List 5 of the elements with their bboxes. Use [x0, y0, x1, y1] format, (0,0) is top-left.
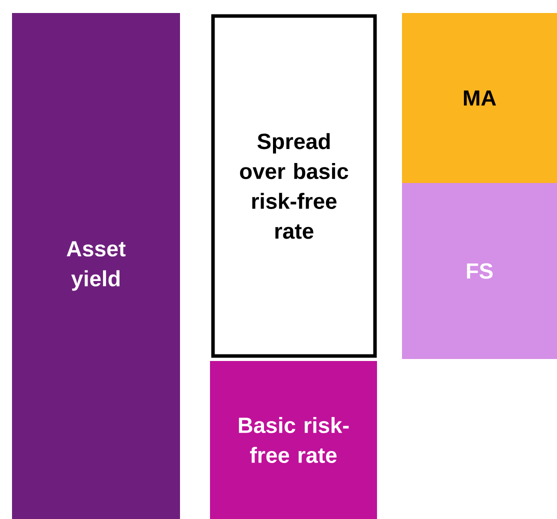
bar-block: MA: [402, 13, 557, 183]
bar-block: FS: [402, 182, 557, 359]
bar-block: Basic risk-free rate: [210, 360, 377, 519]
outlined-box: Spread over basic risk-free rate: [211, 14, 377, 358]
bar-block: Asset yield: [12, 13, 180, 519]
